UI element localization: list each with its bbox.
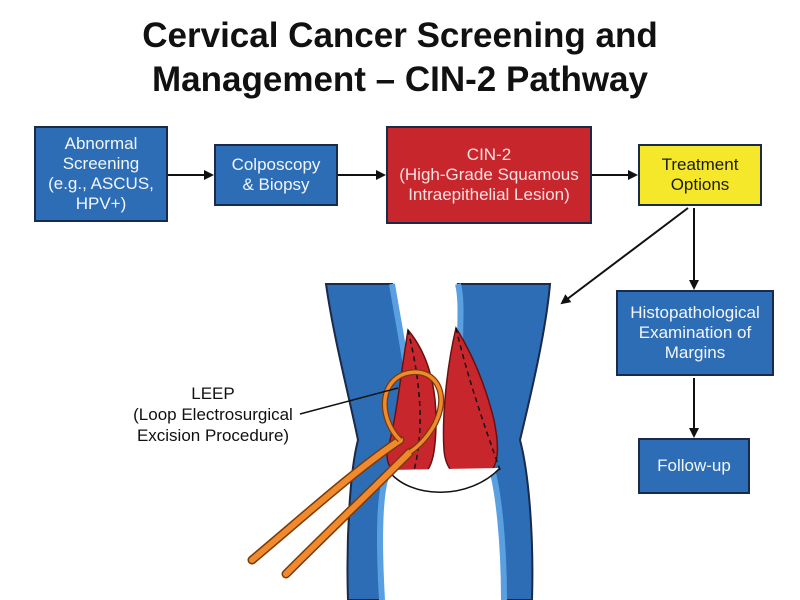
arrow-treatment-to-leep <box>560 207 689 305</box>
treatment-line-2: Options <box>670 175 730 194</box>
leep-label-line-1: LEEP <box>191 384 235 403</box>
leep-wire-loop-fill <box>383 370 443 454</box>
box-histopathological-examination: Histopathological Examination of Margins <box>616 290 774 376</box>
abnormal-screening-line-3: (e.g., ASCUS, <box>48 174 154 193</box>
histopathology-line-3: Margins <box>664 343 726 362</box>
abnormal-screening-line-4: HPV+) <box>75 194 127 213</box>
cin2-line-1: CIN-2 <box>466 145 512 164</box>
leep-handle-lower-fill <box>283 449 413 577</box>
cervix-illustration <box>324 283 552 600</box>
leep-instrument <box>247 369 445 579</box>
abnormal-screening-line-2: Screening <box>62 154 140 173</box>
excision-margin-left <box>407 329 421 479</box>
title-line-2: Management – CIN-2 Pathway <box>152 60 648 99</box>
cin2-line-3: Intraepithelial Lesion) <box>408 185 570 204</box>
colposcopy-line-1: Colposcopy <box>231 155 321 174</box>
box-colposcopy-biopsy: Colposcopy & Biopsy <box>214 144 338 206</box>
box-abnormal-screening: Abnormal Screening (e.g., ASCUS, HPV+) <box>34 126 168 222</box>
leep-label: LEEP (Loop Electrosurgical Excision Proc… <box>108 383 318 446</box>
leep-handle-upper-fill <box>249 437 403 563</box>
leep-label-line-3: Excision Procedure) <box>136 426 290 445</box>
treatment-line-1: Treatment <box>661 155 739 174</box>
follow-up-line-1: Follow-up <box>657 456 731 475</box>
box-cin2: CIN-2 (High-Grade Squamous Intraepitheli… <box>386 126 592 224</box>
title-line-1: Cervical Cancer Screening and <box>142 16 658 55</box>
excision-cup <box>387 467 501 493</box>
excision-margin-right <box>455 327 501 471</box>
abnormal-screening-line-1: Abnormal <box>64 134 138 153</box>
leep-label-line-2: (Loop Electrosurgical <box>133 405 293 424</box>
cin2-line-2: (High-Grade Squamous <box>399 165 579 184</box>
box-treatment-options: Treatment Options <box>638 144 762 206</box>
colposcopy-line-2: & Biopsy <box>242 175 310 194</box>
box-follow-up: Follow-up <box>638 438 750 494</box>
leep-leader-line <box>299 387 399 415</box>
histopathology-line-2: Examination of <box>638 323 752 342</box>
histopathology-line-1: Histopathological <box>630 303 760 322</box>
diagram-title: Cervical Cancer Screening and Management… <box>0 14 800 102</box>
